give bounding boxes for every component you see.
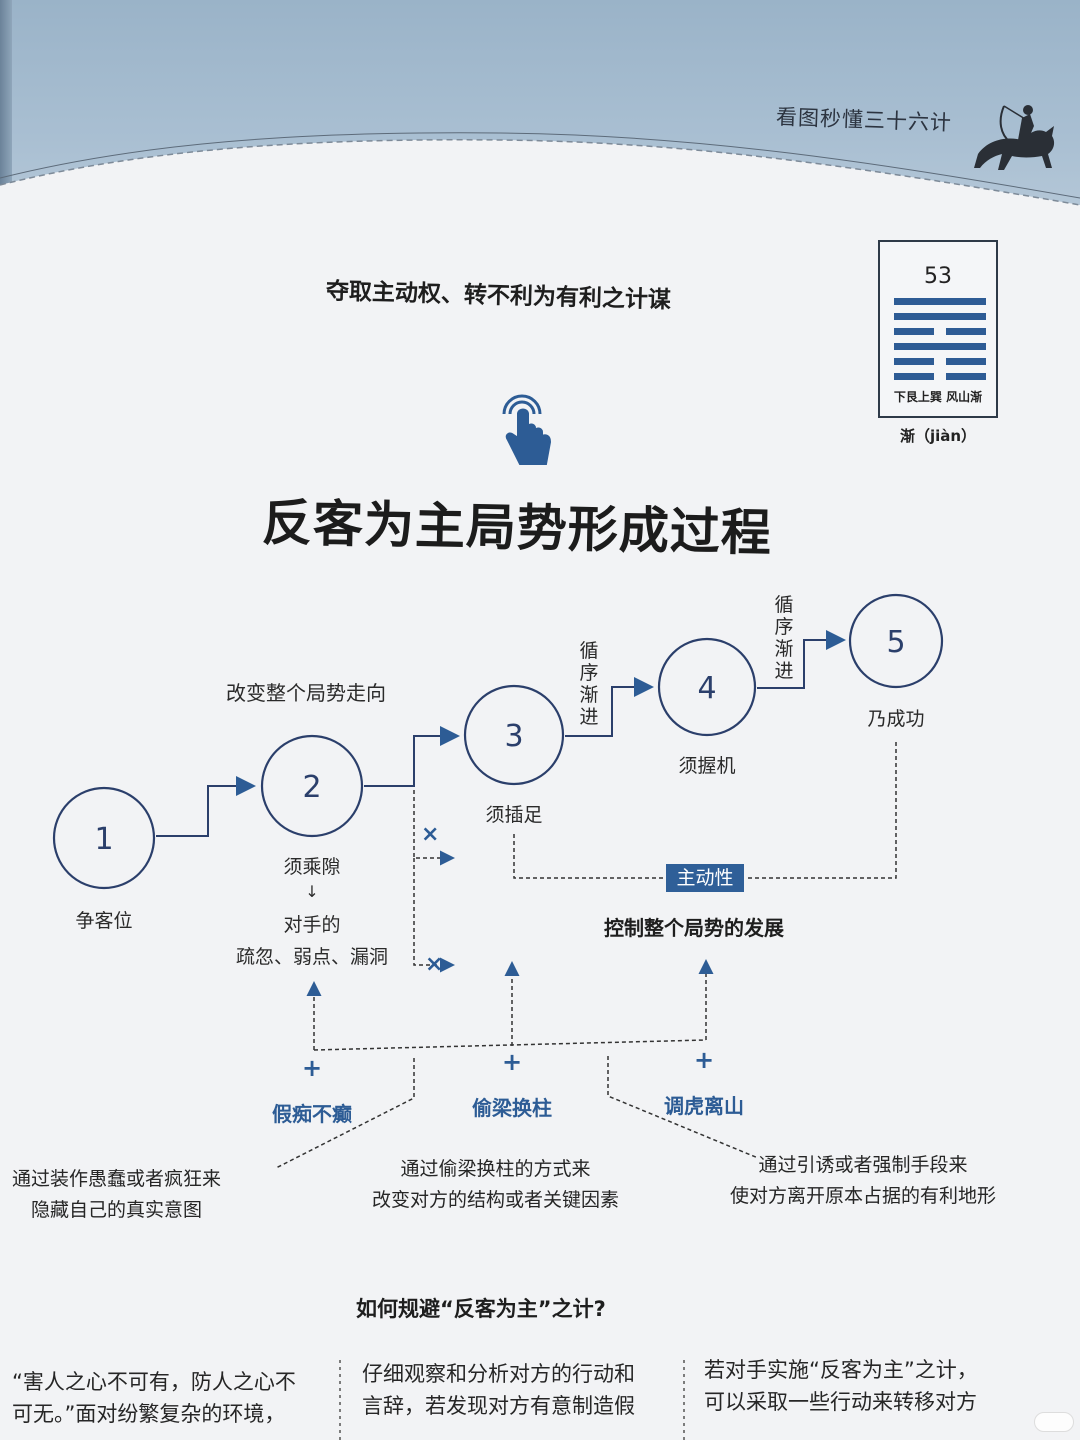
column-3-line2: 可以采取一些行动来转移对方 bbox=[704, 1390, 977, 1414]
hexagram-card: 53 下艮上巽 风山渐 bbox=[878, 240, 998, 418]
stratagem-2-plus: + bbox=[501, 1048, 523, 1076]
cross-mark-2: × bbox=[425, 952, 444, 977]
column-2-line2: 言辞，若发现对方有意制造假 bbox=[362, 1394, 635, 1418]
step-2-arrow: ↓ bbox=[305, 882, 319, 901]
stratagem-3-plus: + bbox=[693, 1046, 715, 1074]
step-5-label: 乃成功 bbox=[867, 708, 925, 730]
stratagem-1-desc-line2: 隐藏自己的真实意图 bbox=[31, 1199, 203, 1221]
column-3-line1: 若对手实施“反客为主”之计， bbox=[704, 1358, 978, 1382]
step-3-number: 3 bbox=[504, 719, 524, 754]
step-1-number: 1 bbox=[94, 822, 114, 857]
gradual-label-b: 循序渐进 bbox=[774, 594, 794, 682]
stratagem-3-desc: 通过引诱或者强制手段来 使对方离开原本占据的有利地形 bbox=[730, 1150, 996, 1212]
archer-horse-icon bbox=[974, 105, 1055, 170]
column-1: “害人之心不可有，防人之心不 可无。”面对纷繁复杂的环境， bbox=[12, 1366, 296, 1430]
hexagram-lines-icon bbox=[894, 298, 986, 380]
step-3-label: 须插足 bbox=[485, 804, 543, 826]
stratagem-1-desc: 通过装作愚蠢或者疯狂来 隐藏自己的真实意图 bbox=[12, 1164, 221, 1226]
step-4-number: 4 bbox=[697, 671, 717, 706]
column-1-line2: 可无。”面对纷繁复杂的环境， bbox=[12, 1402, 286, 1426]
stratagem-2-desc-line1: 通过偷梁换柱的方式来 bbox=[400, 1158, 591, 1180]
hexagram-caption: 下艮上巽 风山渐 bbox=[893, 390, 983, 404]
initiative-badge: 主动性 bbox=[666, 864, 744, 892]
stratagem-1-desc-line1: 通过装作愚蠢或者疯狂来 bbox=[12, 1168, 222, 1190]
cross-mark-1: × bbox=[421, 822, 440, 847]
column-2-line1: 仔细观察和分析对方的行动和 bbox=[362, 1362, 635, 1386]
stratagem-2-desc-line2: 改变对方的结构或者关键因素 bbox=[372, 1189, 620, 1211]
column-2: 仔细观察和分析对方的行动和 言辞，若发现对方有意制造假 bbox=[362, 1358, 635, 1422]
hexagram-number: 53 bbox=[924, 264, 952, 289]
step-1-label: 争客位 bbox=[75, 910, 133, 932]
stratagem-3-desc-line1: 通过引诱或者强制手段来 bbox=[758, 1154, 968, 1176]
change-situation-label: 改变整个局势走向 bbox=[226, 681, 386, 705]
stratagem-1-name: 假痴不癫 bbox=[272, 1102, 352, 1126]
column-3: 若对手实施“反客为主”之计， 可以采取一些行动来转移对方 bbox=[704, 1354, 978, 1418]
step-4-label: 须握机 bbox=[678, 755, 736, 777]
gradual-label-a: 循序渐进 bbox=[579, 640, 599, 728]
stratagem-3-name: 调虎离山 bbox=[664, 1094, 744, 1118]
stratagem-1-plus: + bbox=[301, 1054, 323, 1082]
stratagem-2-name: 偷梁换柱 bbox=[472, 1096, 552, 1120]
column-1-line1: “害人之心不可有，防人之心不 bbox=[12, 1370, 296, 1394]
hexagram-name: 渐（jiàn） bbox=[899, 427, 977, 445]
stratagem-2-desc: 通过偷梁换柱的方式来 改变对方的结构或者关键因素 bbox=[372, 1154, 619, 1216]
finger-tap-icon bbox=[502, 394, 552, 465]
step-2-label: 须乘隙 bbox=[283, 856, 341, 878]
corner-badge bbox=[1034, 1412, 1074, 1432]
control-label: 控制整个局势的发展 bbox=[604, 916, 784, 940]
step-2-detail-line1: 对手的 bbox=[283, 914, 341, 936]
section-question: 如何规避“反客为主”之计? bbox=[356, 1297, 606, 1321]
step-2-number: 2 bbox=[302, 770, 322, 805]
step-2-detail-line2: 疏忽、弱点、漏洞 bbox=[235, 946, 389, 968]
stratagem-3-desc-line2: 使对方离开原本占据的有利地形 bbox=[730, 1185, 997, 1207]
step-5-number: 5 bbox=[886, 625, 906, 660]
